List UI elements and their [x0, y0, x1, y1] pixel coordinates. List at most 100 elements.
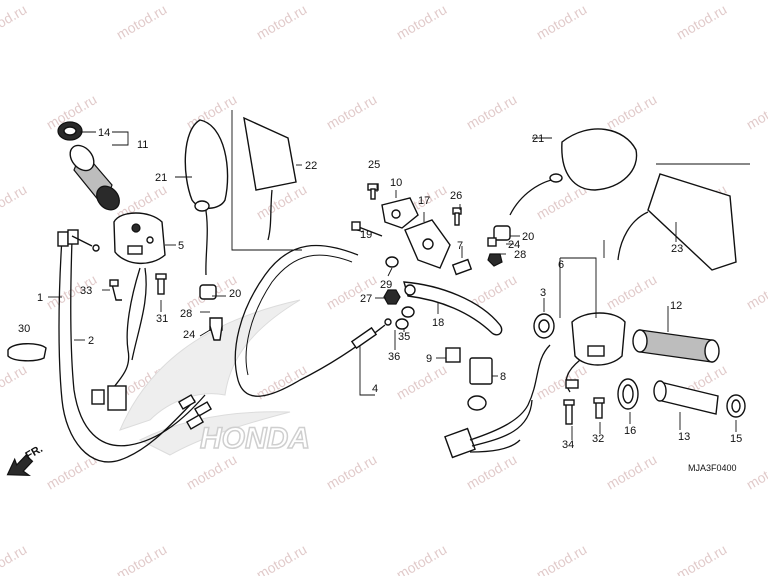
ring-3 [533, 313, 555, 339]
clamp-holder-10 [381, 197, 419, 229]
unit-8 [469, 357, 493, 385]
right-mirror-23 [617, 163, 750, 271]
watermark-text: motod.ru [254, 541, 310, 576]
diagram-code: MJA3F0400 [688, 463, 737, 473]
callout-28-left: 28 [180, 308, 192, 320]
lever-bracket-17 [404, 219, 451, 269]
callout-23: 23 [671, 243, 683, 255]
arrow-left-icon [6, 454, 34, 477]
watermark-text: motod.ru [0, 1, 29, 42]
watermark-text: motod.ru [534, 541, 590, 576]
callout-24-right: 24 [508, 239, 520, 251]
callout-24-left: 24 [183, 329, 195, 341]
callout-4: 4 [372, 383, 378, 395]
callout-8: 8 [500, 371, 506, 383]
throttle-sleeve [617, 378, 746, 418]
callout-3: 3 [540, 287, 546, 299]
clutch-cable-end [350, 318, 392, 350]
throttle-cable-ends [57, 229, 100, 252]
callout-27: 27 [360, 293, 372, 305]
wing-feather-icon [138, 411, 291, 456]
callout-9: 9 [426, 353, 432, 365]
watermark-text: motod.ru [114, 541, 170, 576]
clutch-cable [234, 244, 386, 397]
right-adjuster [487, 225, 511, 267]
watermark-text: motod.ru [744, 451, 768, 492]
brand-logo: HONDA [119, 299, 311, 456]
callout-18: 18 [432, 317, 444, 329]
callout-labels: 14 11 21 22 5 1 2 33 31 20 28 24 30 25 1… [18, 127, 742, 451]
watermark-text: motod.ru [604, 451, 660, 492]
left-switch-wire-b [131, 267, 147, 361]
callout-32: 32 [592, 433, 604, 445]
right-mirror [509, 128, 638, 216]
callout-2: 2 [88, 335, 94, 347]
left-grip [69, 144, 120, 211]
callout-13: 13 [678, 431, 690, 443]
watermark-text: motod.ru [464, 91, 520, 132]
callout-1: 1 [37, 292, 43, 304]
left-switch-wire [111, 267, 141, 391]
watermark-text: motod.ru [744, 91, 768, 132]
watermark-text: motod.ru [604, 271, 660, 312]
left-mirror [184, 119, 229, 276]
bolt-25 [367, 183, 379, 200]
lower-harness [444, 344, 551, 459]
leader-lines [48, 131, 737, 440]
right-grip-12 [632, 329, 720, 363]
callout-12: 12 [670, 300, 682, 312]
screw-34 [563, 399, 575, 425]
watermark-text: motod.ru [394, 1, 450, 42]
callout-6: 6 [558, 259, 564, 271]
throttle-cable-2 [70, 239, 206, 447]
callout-5: 5 [178, 240, 184, 252]
left-adjuster [199, 284, 223, 341]
front-direction-indicator: FR. [6, 443, 45, 477]
callout-21-right: 21 [532, 133, 544, 145]
callout-30: 30 [18, 323, 30, 335]
callout-14: 14 [98, 127, 110, 139]
screw-31 [155, 273, 167, 295]
callout-19: 19 [360, 229, 372, 241]
watermark-text: motod.ru [114, 1, 170, 42]
watermark-text: motod.ru [324, 91, 380, 132]
relay-9 [445, 347, 461, 363]
callout-7: 7 [457, 240, 463, 252]
right-switch-6 [565, 312, 626, 393]
screw-32 [593, 397, 605, 419]
callout-20-left: 20 [229, 288, 241, 300]
band-clamp [7, 343, 47, 362]
throttle-cable-1 [58, 237, 196, 463]
clutch-cable-inner [245, 254, 353, 376]
callout-15: 15 [730, 433, 742, 445]
watermark-text: motod.ru [0, 541, 29, 576]
callout-28-right: 28 [514, 249, 526, 261]
watermark-text: motod.ru [604, 91, 660, 132]
switch-7 [451, 258, 473, 276]
callout-20-right: 20 [522, 231, 534, 243]
nut-35 [395, 306, 415, 330]
left-connector [91, 385, 127, 411]
watermark-text: motod.ru [254, 1, 310, 42]
nut-27 [383, 289, 401, 305]
callout-34: 34 [562, 439, 574, 451]
mirror-inset-box [231, 110, 302, 251]
watermark-text: motod.ru [464, 451, 520, 492]
watermark-text: motod.ru [0, 361, 29, 402]
watermark-text: motod.ru [674, 1, 730, 42]
callout-16: 16 [624, 425, 636, 437]
watermark-text: motod.ru [744, 271, 768, 312]
left-switch-housing [113, 212, 166, 264]
watermark-text: motod.ru [394, 541, 450, 576]
bolt-26 [452, 207, 462, 226]
watermark-text: motod.ru [394, 361, 450, 402]
callout-26: 26 [450, 190, 462, 202]
lower-cable-fittings [177, 394, 213, 430]
callout-31: 31 [156, 313, 168, 325]
callout-35: 35 [398, 331, 410, 343]
brand-wordmark: HONDA [200, 422, 310, 455]
watermark-text: motod.ru [0, 181, 29, 222]
grip-end-weight [57, 121, 83, 141]
callout-17: 17 [418, 195, 430, 207]
